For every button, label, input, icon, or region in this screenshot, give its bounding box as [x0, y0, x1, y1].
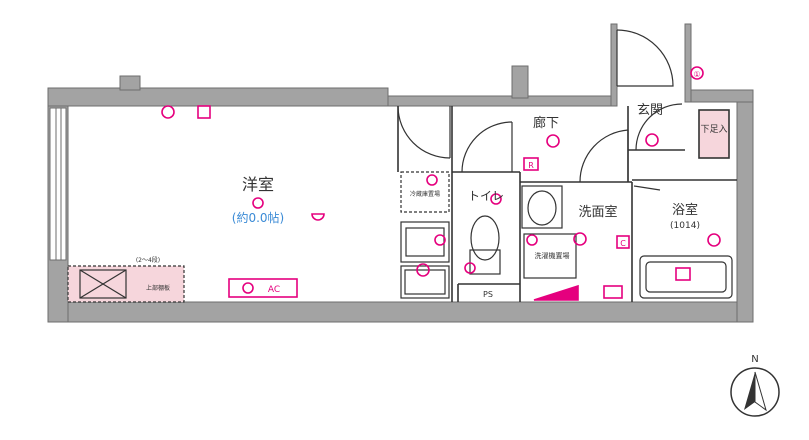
upper-shelf-name: 上部棚板 [146, 284, 170, 292]
entrance-door [616, 29, 674, 87]
washer-space-name: 洗濯機置場 [535, 251, 570, 260]
compass-label: N [751, 354, 758, 365]
wall-right-top [684, 89, 754, 103]
wash-door [579, 129, 629, 183]
wall-top-hall [387, 95, 614, 107]
info-icon [690, 66, 704, 80]
entrance-name: 玄関 [637, 103, 663, 118]
wall-top-notch2 [511, 65, 529, 99]
doors [397, 29, 683, 191]
drain-icon [603, 285, 623, 299]
room-door [397, 105, 451, 159]
info-label: ① [693, 70, 700, 79]
wall-top-notch [119, 75, 141, 91]
kitchen-outlet-icon [434, 234, 446, 246]
bathroom-name: 浴室 [672, 202, 698, 218]
outlet-icon [161, 105, 175, 119]
compass-ring [730, 367, 780, 417]
symbols [161, 66, 721, 301]
labels: 洋室 (約0.0帖) 廊下 玄関 トイレ 洗面室 浴室 (1014) 下足入 冷… [136, 70, 728, 299]
sink-wedge [533, 284, 579, 301]
hall-light-icon [546, 134, 560, 148]
bath-light-icon [707, 233, 721, 247]
wall-bottom [47, 301, 754, 323]
wash-light-icon [573, 232, 587, 246]
hall-door [635, 103, 683, 151]
fridge-space [400, 171, 450, 213]
window [49, 107, 67, 261]
wash-basin [521, 185, 563, 229]
ceiling-light-icon [252, 197, 264, 209]
wall-entrance-right [684, 23, 692, 103]
washroom-name: 洗面室 [578, 204, 617, 220]
toilet-outlet-icon [464, 262, 476, 274]
western-room-name: 洋室 [242, 175, 274, 194]
wall-top-room [47, 87, 389, 107]
toilet-door [461, 121, 513, 173]
aircon-unit [228, 278, 298, 298]
ps-label: PS [483, 290, 493, 299]
shoe-box-name: 下足入 [700, 124, 727, 135]
wall-right [736, 89, 754, 323]
bath-fan-icon [675, 267, 691, 281]
panel-icon [197, 105, 211, 119]
aircon-icon [242, 282, 254, 294]
fridge-outlet-icon [426, 174, 438, 186]
fixtures [67, 171, 733, 303]
stove-outlet-icon [416, 263, 430, 277]
toilet-bowl [470, 215, 500, 261]
floor-marker-label: R [528, 161, 534, 170]
western-room-size: (約0.0帖) [232, 210, 284, 225]
floor-marker [523, 157, 539, 171]
intercom-icon [616, 235, 630, 249]
aircon-label: AC [268, 285, 280, 295]
intercom-label: C [620, 239, 626, 248]
upper-shelf-range: (2～4段) [136, 256, 160, 264]
toilet-name: トイレ [468, 189, 504, 203]
walls [47, 23, 754, 323]
entrance-light-icon [645, 133, 659, 147]
tv-outlet-icon [311, 213, 325, 221]
washer-space [523, 233, 577, 279]
fridge-space-name: 冷蔵庫置場 [410, 190, 440, 198]
hallway-name: 廊下 [533, 115, 559, 131]
wall-entrance-left [610, 23, 618, 107]
window-frame [49, 107, 67, 261]
wash-outlet-icon [526, 234, 538, 246]
kitchen-sink [400, 221, 450, 263]
toilet-tank [469, 249, 501, 275]
toilet-light-icon [490, 193, 502, 205]
compass: N [730, 354, 780, 417]
bath-door [633, 185, 661, 191]
bathtub [639, 255, 733, 299]
bathroom-size: (1014) [670, 221, 700, 231]
stove [400, 265, 450, 299]
